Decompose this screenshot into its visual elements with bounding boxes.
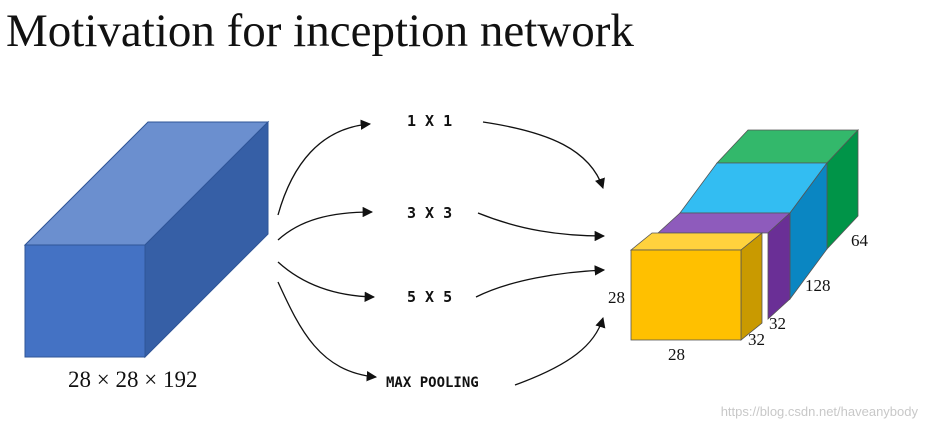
output-depth-blue-label: 128 [805, 276, 831, 295]
output-purple-side [767, 212, 791, 320]
page-title: Motivation for inception network [6, 5, 634, 57]
arrow-to-max-pooling [277, 281, 378, 382]
arrow-from-max-pooling [514, 317, 606, 386]
watermark: https://blog.csdn.net/haveanybody [720, 404, 918, 419]
arrow-from-1x1 [482, 121, 605, 189]
arrow-to-3x3 [277, 206, 374, 241]
op-label-3x3: 3 X 3 [407, 204, 453, 222]
arrow-to-1x1 [277, 119, 372, 216]
input-dims-label: 28 × 28 × 192 [68, 367, 198, 392]
arrow-to-5x5 [277, 261, 376, 302]
output-height-label: 28 [608, 288, 625, 307]
op-label-max-pooling: MAX POOLING [386, 375, 479, 391]
output-volume [629, 128, 859, 341]
output-depth-yellow-label: 32 [748, 330, 765, 349]
output-width-label: 28 [668, 345, 685, 364]
output-purple-top [656, 212, 792, 234]
output-yellow-side [740, 232, 763, 341]
input-arrows [277, 119, 378, 382]
op-label-1x1: 1 X 1 [407, 112, 453, 130]
output-arrows [475, 121, 606, 386]
input-volume-front [24, 244, 146, 358]
input-volume [23, 120, 270, 359]
output-depth-purple-label: 32 [769, 314, 786, 333]
op-label-5x5: 5 X 5 [407, 288, 453, 306]
output-yellow-front [630, 249, 742, 341]
output-yellow-top [629, 232, 764, 251]
arrow-from-3x3 [477, 212, 606, 242]
output-depth-green-label: 64 [851, 231, 868, 250]
arrow-from-5x5 [475, 265, 606, 298]
